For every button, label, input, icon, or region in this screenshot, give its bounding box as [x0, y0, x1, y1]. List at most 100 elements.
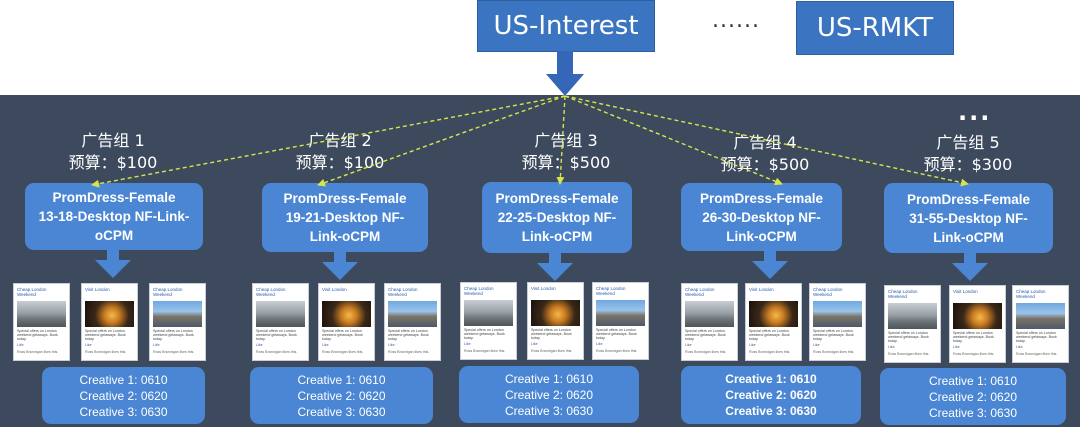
- ad-group-name: 广告组 4: [733, 133, 797, 152]
- ad-card-like: Like: [17, 343, 24, 347]
- ad-card-footer: Ross Brannigan likes this.: [85, 350, 127, 354]
- ad-card-footer: Ross Brannigan likes this.: [749, 350, 791, 354]
- ad-card-image: [322, 301, 371, 327]
- ad-card-image: [953, 303, 1002, 329]
- creative-item: Creative 1: 0610: [504, 371, 594, 386]
- ad-card-text: Special offers on London weekend getaway…: [153, 329, 194, 341]
- creative-item: Creative 3: 0630: [297, 404, 386, 419]
- ad-card-footer: Ross Brannigan likes this.: [888, 352, 930, 356]
- down-arrow-4: [752, 249, 788, 279]
- ad-group-budget: 预算：$500: [521, 153, 611, 172]
- ad-card-like: Like: [531, 342, 538, 346]
- ad-set-name-line: PromDress-Female: [52, 190, 176, 205]
- ad-card-footer: Ross Brannigan likes this.: [256, 350, 298, 354]
- creative-item: Creative 2: 0620: [79, 388, 168, 403]
- down-arrow-1: [95, 248, 131, 278]
- down-arrow-3: [537, 251, 573, 281]
- ad-group-name: 广告组 1: [81, 131, 145, 150]
- ad-set-name-line: PromDress-Female: [699, 190, 824, 206]
- ad-card-like: Like: [749, 343, 756, 347]
- ad-card-like: Like: [153, 343, 160, 347]
- ad-set-name-line: Link-oCPM: [933, 229, 1004, 245]
- ad-card-text: Special offers on London weekend getaway…: [17, 329, 58, 341]
- ad-set-name-line: PromDress-Female: [283, 191, 407, 206]
- ad-group-budget: 预算：$100: [295, 153, 385, 172]
- ad-card-text: Special offers on London weekend getaway…: [749, 329, 790, 341]
- ad-set-name-line: Link-oCPM: [521, 229, 593, 244]
- ad-card-image: [749, 301, 798, 327]
- ad-card-image: [531, 300, 580, 326]
- ad-card-text: Special offers on London weekend getaway…: [953, 331, 994, 343]
- creative-item: Creative 2: 0620: [504, 387, 594, 402]
- ad-group-title-1: 广告组 1 预算：$100: [43, 130, 183, 174]
- ad-card-footer: Ross Brannigan likes this.: [685, 350, 727, 354]
- ad-group-title-3: 广告组 3 预算：$500: [496, 130, 636, 174]
- creative-item: Creative 2: 0620: [928, 389, 1018, 404]
- more-groups-indicator: ...: [958, 98, 992, 126]
- ad-card-like: Like: [322, 343, 329, 347]
- dashed-arrows: [91, 95, 969, 188]
- ad-card-title: Visit London: [531, 286, 556, 291]
- ad-group-budget: 预算：$500: [720, 155, 810, 174]
- ad-card-like: Like: [388, 343, 395, 347]
- ad-card-like: Like: [953, 345, 960, 349]
- ad-card-text: Special offers on London weekend getaway…: [531, 328, 572, 340]
- ad-group-name: 广告组 5: [936, 133, 1000, 152]
- ad-card-footer: Ross Brannigan likes this.: [953, 352, 995, 356]
- ad-card-text: Special offers on London weekend getaway…: [888, 331, 929, 343]
- creative-item: Creative 2: 0620: [297, 388, 386, 403]
- ad-card-footer: Ross Brannigan likes this.: [813, 350, 855, 354]
- ad-group-name: 广告组 3: [534, 131, 598, 150]
- ad-card-footer: Ross Brannigan likes this.: [17, 350, 59, 354]
- dashed-arrow-4: [564, 95, 783, 186]
- ad-card-text: Special offers on London weekend getaway…: [464, 328, 505, 340]
- dashed-arrow-2: [317, 95, 566, 187]
- ad-card-image: [1016, 303, 1065, 329]
- ad-card-title: Visit London: [749, 287, 774, 292]
- ad-card-footer: Ross Brannigan likes this.: [1016, 352, 1058, 356]
- ad-card-title: Visit London: [85, 287, 110, 292]
- ad-card-footer: Ross Brannigan likes this.: [388, 350, 430, 354]
- ad-card-title: Cheap London Weekend: [17, 287, 47, 297]
- ad-set-name-line: Link-oCPM: [726, 228, 797, 244]
- ad-set-name-line: 26-30-Desktop NF-: [702, 209, 821, 225]
- ad-card-like: Like: [464, 342, 471, 346]
- us-rmkt-label: US-RMKT: [816, 13, 934, 43]
- ad-group-title-4: 广告组 4 预算：$500: [695, 132, 835, 176]
- top-ellipsis: ......: [712, 8, 760, 33]
- ad-card-image: [17, 301, 66, 327]
- ad-card-like: Like: [596, 342, 603, 346]
- ad-card-title: Cheap London Weekend: [888, 289, 918, 299]
- ad-card-text: Special offers on London weekend getaway…: [256, 329, 297, 341]
- us-interest-box: US-Interest: [477, 0, 655, 52]
- creative-item: Creative 2: 0620: [725, 388, 817, 402]
- ad-card-footer: Ross Brannigan likes this.: [596, 349, 638, 353]
- ad-card-image: [85, 301, 134, 327]
- ad-group-budget: 预算：$100: [68, 153, 158, 172]
- ad-card-footer: Ross Brannigan likes this.: [153, 350, 195, 354]
- ad-card-footer: Ross Brannigan likes this.: [322, 350, 364, 354]
- ad-set-name-line: PromDress-Female: [906, 191, 1031, 207]
- creative-item: Creative 3: 0630: [79, 404, 168, 419]
- ad-card-title: Cheap London Weekend: [388, 287, 418, 297]
- ad-card-title: Cheap London Weekend: [813, 287, 843, 297]
- creative-item: Creative 3: 0630: [928, 405, 1018, 420]
- us-interest-label: US-Interest: [493, 11, 639, 41]
- ad-card-image: [685, 301, 734, 327]
- ad-set-name-line: PromDress-Female: [495, 191, 619, 206]
